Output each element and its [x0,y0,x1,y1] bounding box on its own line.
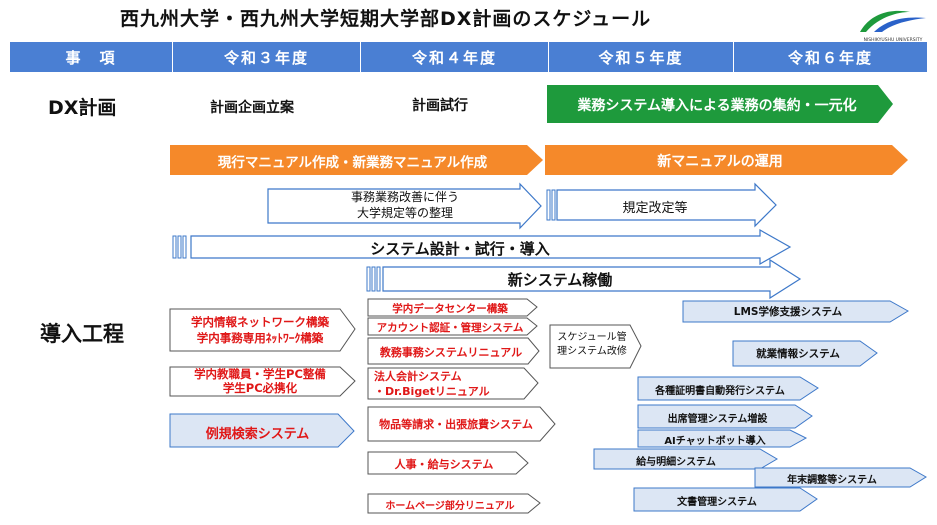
university-logo-icon: NISHIKYUSHU UNIVERSITY [860,10,926,43]
right-arrow-8 [633,487,818,512]
mid-item-homepage: ホームページ部分リニュアル [385,501,515,512]
manual-current: 現行マニュアル作成・新業務マニュアル作成 [217,155,488,171]
orange-arrow-new [545,145,908,175]
dx-plan-r4: 計画試行 [412,98,468,114]
schedule-item-line-1: スケジュール管 [557,332,627,343]
mid-item-accounting-line-1: 法人会計システム [374,370,462,383]
revision-label: 規定改定等 [622,201,688,216]
system-operation-label: 新システム稼働 [507,271,613,289]
mid-item-hr: 人事・給与システム [394,458,494,471]
page-title: 西九州大学・西九州大学短期大学部DX計画のスケジュール [120,8,652,30]
mid-item-academic: 教務事務システムリニュアル [379,346,523,359]
dx-plan-r5-6: 業務システム導入による業務の集約・一元化 [577,98,857,114]
mid-item-accounting: 法人会計システム ・Dr.Bigetリニュアル [370,369,524,399]
mid-item-purchasing: 物品等請求・出張旅費システム [379,418,533,431]
mid-item-datacenter: 学内データセンター構築 [392,303,508,315]
reform-line-2: 大学規定等の整理 [356,206,453,220]
right-arrow-4 [637,404,813,429]
left-item-network: 学内情報ネットワーク構築 学内事務専用ﾈｯﾄﾜｰｸ構築 [175,314,345,346]
right-arrow-7 [754,467,927,488]
right-item-year-end: 年末調整等システム [787,475,877,486]
operation-arrow [382,258,802,300]
right-item-attendance: 出席管理システム増設 [667,414,768,425]
system-design-label: システム設計・試行・導入 [370,240,550,258]
header-year-r6-label: 令和６年度 [787,48,873,67]
university-logo: NISHIKYUSHU UNIVERSITY [852,2,934,44]
left-item-pc-line-1: 学内教職員・学生PC整備 [194,367,326,381]
operation-marker-3 [376,266,381,292]
left-item-pc-line-2: 学生PC必携化 [222,381,298,395]
left-item-network-line-1: 学内情報ネットワーク構築 [191,315,329,329]
right-item-documents: 文書管理システム [677,497,757,508]
green-arrow [547,85,893,123]
mid-arrow-7 [367,493,541,514]
revision-marker-1 [546,189,551,221]
right-arrow-2 [732,340,878,367]
dx-plan-r3: 計画企画立案 [210,100,294,116]
right-arrow-3 [637,376,819,401]
operation-marker-2 [371,266,376,292]
mid-arrow-5 [367,406,556,442]
reform-arrow [267,182,542,230]
mid-arrow-2 [367,317,538,336]
header-item-label: 事 項 [65,48,117,67]
header-year-r5-label: 令和５年度 [598,48,684,67]
operation-marker-1 [366,266,371,292]
right-arrow-6 [593,448,778,470]
mid-arrow-6 [367,451,529,475]
right-item-payslip: 給与明細システム [636,457,716,468]
right-arrow-5 [637,429,808,448]
header-item: 事 項 [10,42,173,72]
mid-arrow-3 [367,337,540,365]
design-marker-1 [172,235,177,259]
right-item-attendance-work: 就業情報システム [756,348,840,360]
left-arrow-3 [169,413,355,448]
right-item-lms: LMS学修支援システム [733,306,843,318]
left-item-regulations: 例規検索システム [205,427,310,442]
design-marker-2 [177,235,182,259]
right-item-certificates: 各種証明書自動発行システム [655,386,785,397]
header-year-r3: 令和３年度 [173,42,361,72]
left-item-network-line-2: 学内事務専用ﾈｯﾄﾜｰｸ構築 [196,331,324,345]
left-arrow-2 [169,366,356,397]
schedule-item-line-2: 理システム改修 [557,346,627,357]
header-year-r5: 令和５年度 [549,42,734,72]
mid-item-accounting-line-2: ・Dr.Bigetリニュアル [374,385,490,398]
header-year-r4-label: 令和４年度 [411,48,497,67]
revision-marker-2 [551,189,556,221]
left-arrow-1 [169,308,356,352]
mid-arrow-4 [367,367,539,400]
left-item-pc: 学内教職員・学生PC整備 学生PC必携化 [175,367,345,395]
mid-arrow-1 [367,298,538,317]
header-year-r6: 令和６年度 [734,42,927,72]
manual-new: 新マニュアルの運用 [657,154,783,170]
revision-arrow [556,182,777,228]
schedule-item: スケジュール管 理システム改修 [552,331,632,359]
logo-caption: NISHIKYUSHU UNIVERSITY [864,37,923,43]
header-year-r3-label: 令和３年度 [223,48,309,67]
design-marker-3 [182,235,187,259]
right-item-ai-chatbot: AIチャットボット導入 [664,436,766,447]
right-arrow-1 [682,300,909,323]
header-year-r4: 令和４年度 [361,42,549,72]
reform-label: 事務業務改善に伴う 大学規定等の整理 [290,189,520,221]
row-label-introduction: 導入工程 [40,322,124,346]
design-arrow [190,228,792,266]
mid-item-account: アカウント認証・管理システム [376,322,524,334]
row-label-dx-plan: DX計画 [48,97,117,119]
orange-arrow-current [170,145,543,175]
reform-line-1: 事務業務改善に伴う [350,190,459,204]
schedule-arrow [549,324,642,369]
